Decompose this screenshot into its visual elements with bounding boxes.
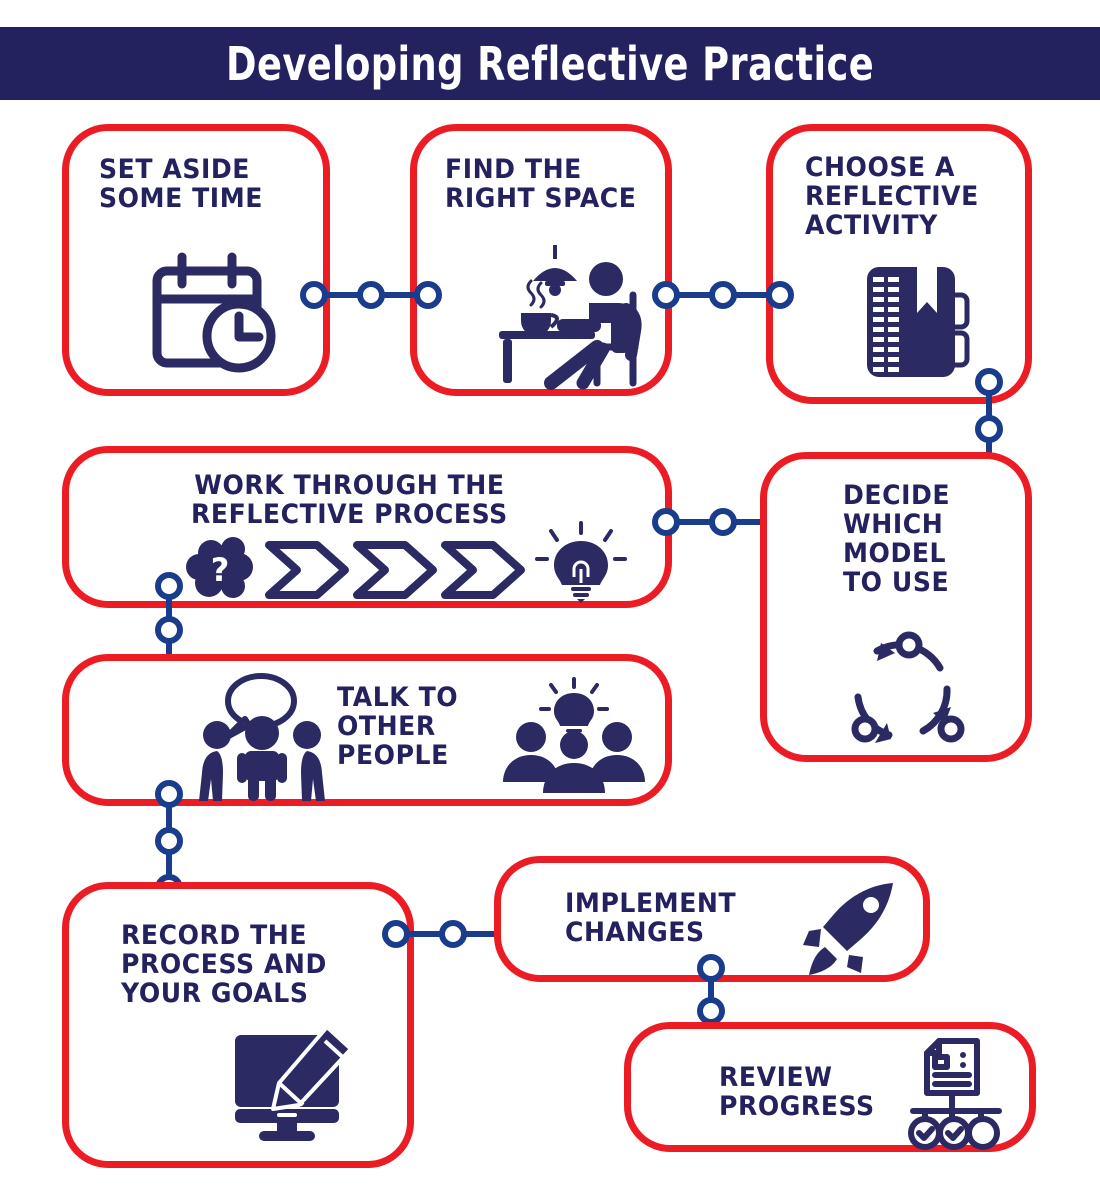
calendar-clock-icon	[149, 251, 279, 376]
step-card-implement-changes[interactable]: IMPLEMENT CHANGES	[494, 856, 930, 982]
person-at-desk-icon	[485, 243, 655, 390]
svg-text:?: ?	[211, 551, 230, 589]
step-card-review-progress[interactable]: REVIEW PROGRESS	[624, 1022, 1036, 1152]
step-label-review-progress: REVIEW PROGRESS	[719, 1062, 875, 1123]
document-checklist-icon	[905, 1037, 1021, 1151]
connector-time-to-space	[300, 278, 442, 312]
step-card-set-aside-some-time[interactable]: SET ASIDE SOME TIME	[62, 124, 330, 396]
step-label-find-the-right-space: FIND THE RIGHT SPACE	[445, 154, 637, 215]
step-label-record-the-process-and-your-goals: RECORD THE PROCESS AND YOUR GOALS	[121, 920, 327, 1010]
step-card-decide-which-model-to-use[interactable]: DECIDE WHICH MODEL TO USE	[760, 452, 1032, 762]
step-card-choose-a-reflective-activity[interactable]: CHOOSE A REFLECTIVE ACTIVITY	[766, 124, 1032, 404]
notebook-journal-icon	[859, 261, 985, 383]
step-label-choose-a-reflective-activity: CHOOSE A REFLECTIVE ACTIVITY	[805, 152, 979, 242]
step-card-record-the-process-and-your-goals[interactable]: RECORD THE PROCESS AND YOUR GOALS	[62, 882, 414, 1168]
monitor-pencil-icon	[231, 1025, 363, 1143]
step-label-talk-to-other-people: TALK TO OTHER PEOPLE	[337, 682, 459, 772]
step-label-set-aside-some-time: SET ASIDE SOME TIME	[99, 154, 263, 215]
connector-space-to-activity	[652, 278, 794, 312]
connector-implement-to-review	[694, 954, 728, 1068]
page-title-banner: Developing Reflective Practice	[0, 27, 1100, 100]
group-lightbulb-idea-icon	[499, 677, 649, 799]
brain-chevrons-lightbulb-icon: ?	[181, 521, 627, 603]
step-label-work-through-the-reflective-process: WORK THROUGH THE REFLECTIVE PROCESS	[191, 470, 508, 531]
people-speech-bubble-icon	[187, 673, 337, 801]
step-card-find-the-right-space[interactable]: FIND THE RIGHT SPACE	[410, 124, 672, 396]
step-label-implement-changes: IMPLEMENT CHANGES	[565, 888, 737, 949]
cycle-arrows-icon	[837, 627, 973, 759]
step-label-decide-which-model-to-use: DECIDE WHICH MODEL TO USE	[843, 480, 951, 599]
step-card-talk-to-other-people[interactable]: TALK TO OTHER PEOPLE	[62, 654, 672, 806]
page-title: Developing Reflective Practice	[225, 36, 875, 91]
rocket-icon	[797, 881, 901, 977]
